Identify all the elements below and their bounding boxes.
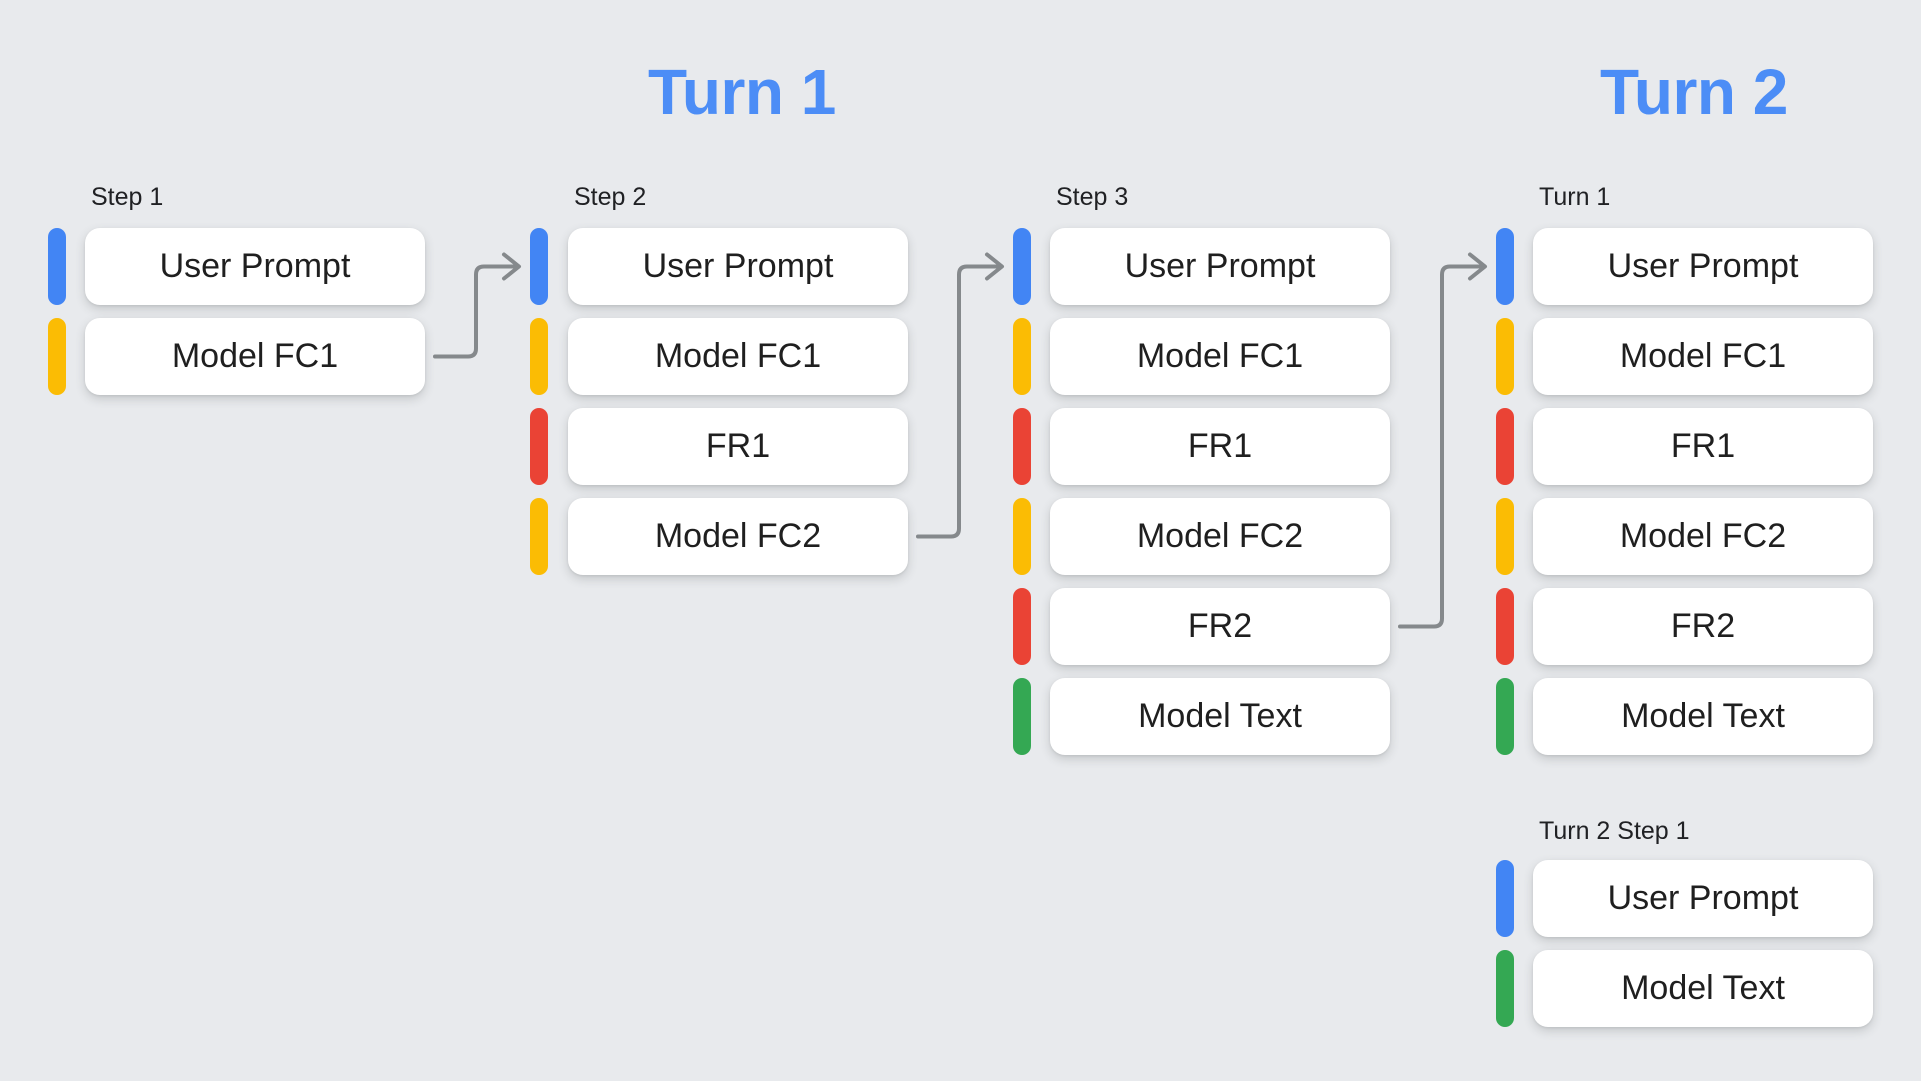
flow-box-label: FR2 (1670, 607, 1736, 645)
model-function-call-bar (48, 318, 66, 395)
model-function-call-bar (1013, 498, 1031, 575)
flow-box: Model Text (1050, 678, 1390, 755)
user-prompt-bar (48, 228, 66, 305)
flow-box-label: Model FC1 (1619, 337, 1787, 375)
flow-box: Model FC2 (1533, 498, 1873, 575)
flow-box: FR1 (1050, 408, 1390, 485)
user-prompt-bar (1496, 228, 1514, 305)
title-turn-2: Turn 2 (1600, 56, 1788, 128)
flow-box: Model FC1 (568, 318, 908, 395)
flow-box: FR1 (568, 408, 908, 485)
flow-box-label: FR2 (1187, 607, 1253, 645)
user-prompt-bar (530, 228, 548, 305)
flow-box-label: Model FC1 (1136, 337, 1304, 375)
flow-box: FR2 (1533, 588, 1873, 665)
flow-box: Model FC1 (1050, 318, 1390, 395)
model-text-bar (1496, 678, 1514, 755)
flow-box-label: FR1 (705, 427, 771, 465)
flow-box-label: User Prompt (1607, 247, 1799, 285)
group-label: Step 3 (1056, 183, 1129, 211)
flow-arrowhead-icon (502, 252, 521, 281)
user-prompt-bar (1013, 228, 1031, 305)
function-response-bar (1496, 408, 1514, 485)
model-function-call-bar (1496, 498, 1514, 575)
flow-box-label: Model Text (1621, 969, 1785, 1007)
flow-box: User Prompt (568, 228, 908, 305)
flow-box-label: Model FC1 (171, 337, 339, 375)
flow-arrowhead-icon (1468, 252, 1487, 281)
flow-box-label: FR1 (1670, 427, 1736, 465)
function-response-bar (530, 408, 548, 485)
group-label: Turn 1 (1539, 183, 1611, 211)
flow-box-label: User Prompt (642, 247, 834, 285)
user-prompt-bar (1496, 860, 1514, 937)
flow-box-label: Model FC2 (1136, 517, 1304, 555)
flow-box-label: Model FC1 (654, 337, 822, 375)
flow-box-label: Model FC2 (654, 517, 822, 555)
flow-box: User Prompt (1533, 860, 1873, 937)
flow-box: User Prompt (1533, 228, 1873, 305)
function-response-bar (1496, 588, 1514, 665)
model-function-call-bar (530, 318, 548, 395)
function-response-bar (1013, 408, 1031, 485)
flow-box-label: Model Text (1138, 697, 1302, 735)
flow-box: Model FC1 (1533, 318, 1873, 395)
function-response-bar (1013, 588, 1031, 665)
flow-box-label: FR1 (1187, 427, 1253, 465)
flow-box: Model FC2 (1050, 498, 1390, 575)
flow-box-label: Model FC2 (1619, 517, 1787, 555)
flow-box-label: Model Text (1621, 697, 1785, 735)
group-label: Step 1 (91, 183, 164, 211)
flow-arrow (433, 264, 517, 359)
flow-arrowhead-icon (985, 252, 1004, 281)
flow-arrow (916, 264, 1000, 539)
flow-box: Model Text (1533, 950, 1873, 1027)
model-function-call-bar (1013, 318, 1031, 395)
title-turn-1: Turn 1 (648, 56, 836, 128)
flow-box-label: User Prompt (159, 247, 351, 285)
flow-box: User Prompt (1050, 228, 1390, 305)
model-text-bar (1013, 678, 1031, 755)
flow-box: User Prompt (85, 228, 425, 305)
flow-box-label: User Prompt (1607, 879, 1799, 917)
model-text-bar (1496, 950, 1514, 1027)
flow-box: Model FC2 (568, 498, 908, 575)
flow-box: FR2 (1050, 588, 1390, 665)
group-label: Turn 2 Step 1 (1539, 817, 1690, 845)
model-function-call-bar (1496, 318, 1514, 395)
flow-box: Model FC1 (85, 318, 425, 395)
group-label: Step 2 (574, 183, 647, 211)
flow-box: Model Text (1533, 678, 1873, 755)
flow-box: FR1 (1533, 408, 1873, 485)
flow-arrow (1398, 264, 1483, 629)
flow-box-label: User Prompt (1124, 247, 1316, 285)
model-function-call-bar (530, 498, 548, 575)
